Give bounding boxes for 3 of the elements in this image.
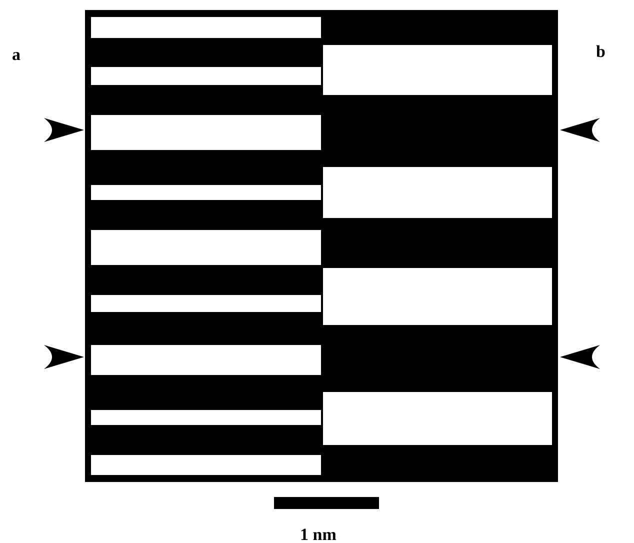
scale-label: 1 nm (300, 525, 336, 543)
panel-label: b (596, 42, 606, 62)
panel-label: a (12, 45, 20, 65)
